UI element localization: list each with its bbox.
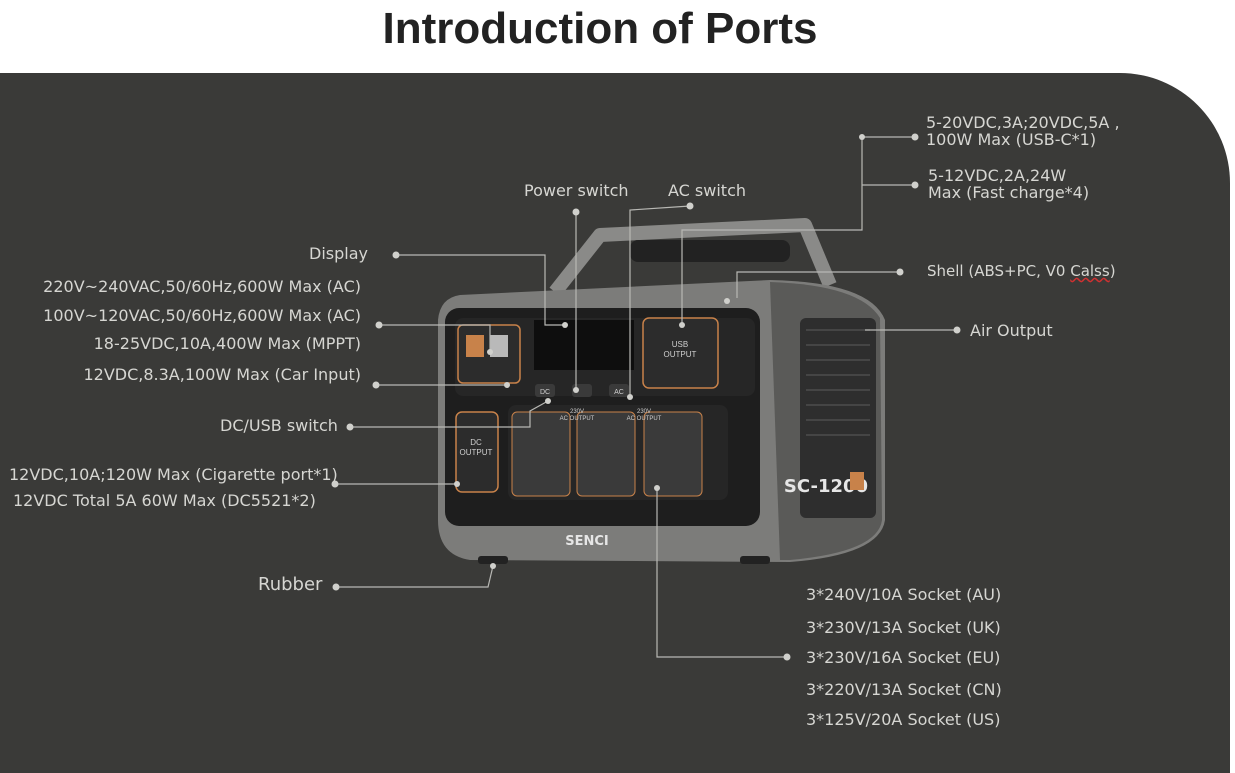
label-shell-end: ): [1109, 262, 1116, 280]
label-usbc-line1: 5-20VDC,3A;20VDC,5A ,: [926, 113, 1120, 132]
dc-output-label-1: DC: [470, 438, 482, 447]
label-dc5521: 12VDC Total 5A 60W Max (DC5521*2): [13, 491, 316, 510]
side-vent: [800, 318, 876, 518]
model-name: SC-1200: [784, 476, 868, 497]
label-car-input: 12VDC,8.3A,100W Max (Car Input): [83, 365, 361, 384]
label-mppt: 18-25VDC,10A,400W Max (MPPT): [93, 334, 361, 353]
usb-output-module: [642, 317, 719, 389]
label-fast-charge-line2: Max (Fast charge*4): [928, 183, 1090, 202]
ac-output-label-1a: 230V: [570, 409, 584, 415]
label-shell-underlined: Calss: [1070, 262, 1110, 280]
leader-shell: [736, 271, 900, 298]
dc-usb-switch-button: [535, 384, 555, 397]
ac-socket-2: [576, 411, 636, 497]
label-dc-usb-switch: DC/USB switch: [220, 416, 338, 435]
ac-input-port: [466, 335, 484, 357]
leader-display: [396, 254, 565, 326]
leader-ac-switch: [629, 205, 691, 397]
brand-logo: SENCI: [565, 534, 609, 549]
car-input-port: [490, 335, 508, 357]
leader-usbc: [681, 136, 915, 325]
label-power-switch: Power switch: [524, 181, 629, 200]
ac-output-label-2a: 230V: [637, 409, 651, 415]
leader-dc-usb-switch: [350, 400, 549, 428]
label-ac-input-2: 100V~120VAC,50/60Hz,600W Max (AC): [43, 306, 361, 325]
ac-output-label-1b: AC OUTPUT: [560, 416, 595, 422]
device-diagram: DC AC USB OUTPUT DC OUTPUT 230V AC OUTPU…: [331, 133, 961, 661]
page-title: Introduction of Ports: [382, 4, 818, 53]
label-fast-charge-line1: 5-12VDC,2A,24W: [928, 166, 1067, 185]
display-screen: [534, 320, 634, 370]
label-socket-us: 3*125V/20A Socket (US): [806, 710, 1001, 729]
ac-switch-button: [609, 384, 629, 397]
ac-output-label-2b: AC OUTPUT: [627, 416, 662, 422]
label-air-output: Air Output: [970, 321, 1053, 340]
leader-sockets: [656, 488, 787, 658]
ac-socket-1: [511, 411, 571, 497]
label-rubber: Rubber: [258, 574, 323, 595]
vent-grid: [806, 329, 870, 436]
leader-rubber: [336, 565, 494, 588]
label-socket-cn: 3*220V/13A Socket (CN): [806, 680, 1002, 699]
label-ac-switch: AC switch: [668, 181, 746, 200]
label-display: Display: [309, 244, 368, 263]
dc-output-label-2: OUTPUT: [460, 448, 493, 457]
handle-grip: [630, 240, 790, 262]
leader-dots: [331, 133, 961, 661]
label-shell: Shell (ABS+PC, V0 Calss): [927, 262, 1116, 280]
rubber-foot-left: [478, 556, 508, 564]
ac-button-label: AC: [614, 389, 624, 396]
model-badge: [850, 472, 864, 490]
label-socket-uk: 3*230V/13A Socket (UK): [806, 618, 1001, 637]
label-cigarette-port: 12VDC,10A;120W Max (Cigarette port*1): [9, 465, 338, 484]
label-shell-text: Shell (ABS+PC, V0: [927, 262, 1071, 280]
dc-button-label: DC: [540, 389, 550, 396]
usb-output-label-1: USB: [672, 340, 688, 349]
label-socket-au: 3*240V/10A Socket (AU): [806, 585, 1002, 604]
rubber-foot-right: [740, 556, 770, 564]
ac-socket-3: [643, 411, 703, 497]
label-usbc-line2: 100W Max (USB-C*1): [926, 130, 1097, 149]
label-ac-input-1: 220V~240VAC,50/60Hz,600W Max (AC): [43, 277, 361, 296]
leader-lines: [335, 136, 957, 658]
dc-output-module: [455, 411, 499, 493]
usb-output-label-2: OUTPUT: [664, 350, 697, 359]
label-socket-eu: 3*230V/16A Socket (EU): [806, 648, 1001, 667]
leader-ac-input: [379, 324, 491, 352]
